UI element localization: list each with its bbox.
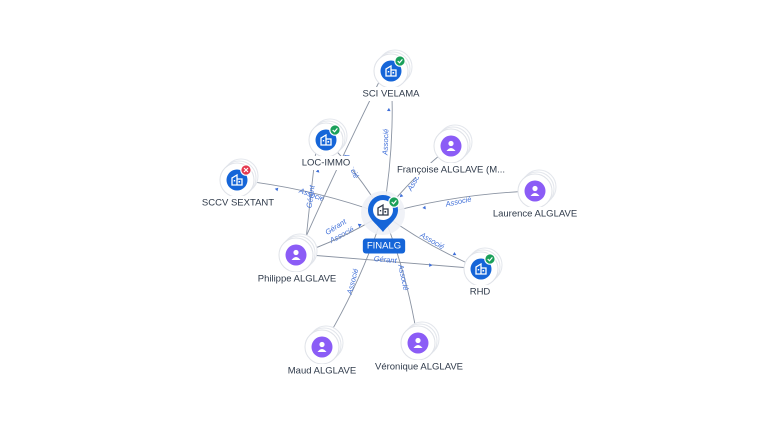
person-icon — [446, 140, 456, 151]
edge-arrow-icon — [429, 263, 433, 267]
node-label-group: LOC-IMMO — [298, 156, 354, 170]
building-icon — [385, 64, 397, 77]
active-check-icon — [394, 55, 406, 67]
center-label: FINALG — [367, 241, 401, 252]
node-label: RHD — [470, 287, 491, 298]
edge-arrow-icon — [357, 223, 362, 228]
node-label-background — [359, 87, 424, 101]
node-label: SCI VELAMA — [362, 89, 420, 100]
edge-arrow-icon — [422, 205, 426, 210]
edge-label: Associé — [396, 263, 410, 292]
node-label: Véronique ALGLAVE — [375, 362, 463, 373]
edge-arrow-icon — [274, 187, 279, 192]
edge-line — [309, 254, 471, 269]
node-label-background — [489, 207, 581, 221]
node-label-group: Véronique ALGLAVE — [371, 360, 467, 374]
person-icon — [291, 249, 301, 260]
edge-label: Gérant — [373, 254, 398, 265]
node-label-background — [254, 272, 340, 286]
node-sci-velama[interactable]: SCI VELAMA — [359, 49, 424, 101]
node-center-finalg[interactable]: FINALG — [361, 191, 406, 254]
building-icon — [231, 173, 243, 186]
node-label: Françoise ALGLAVE (M... — [397, 165, 505, 176]
center-label-group: FINALG — [362, 238, 406, 254]
node-label-group: SCI VELAMA — [359, 87, 424, 101]
node-label: SCCV SEXTANT — [202, 198, 274, 209]
node-label-group: Françoise ALGLAVE (M... — [393, 163, 509, 177]
person-icon — [413, 337, 423, 348]
building-icon — [377, 203, 389, 216]
edge-label: Associé — [345, 268, 361, 297]
nodes-layer: SCI VELAMA LOC-IMMO SCCV SEXTANT Françoise … — [198, 49, 581, 378]
node-label-group: RHD — [466, 285, 494, 299]
edge-label: Gérant — [304, 184, 316, 209]
edge-e9: Gérant — [309, 254, 471, 269]
node-label-group: Philippe ALGLAVE — [254, 272, 340, 286]
person-icon — [317, 341, 327, 352]
active-check-icon — [388, 196, 400, 208]
node-laurence[interactable]: Laurence ALGLAVE — [489, 169, 581, 221]
node-loc-immo[interactable]: LOC-IMMO — [298, 118, 354, 170]
building-icon — [320, 133, 332, 146]
node-label-background — [284, 364, 360, 378]
node-label-background — [298, 156, 354, 170]
node-label-background — [466, 285, 494, 299]
inactive-cross-icon — [240, 164, 252, 176]
edge-arrow-icon — [452, 252, 457, 256]
node-philippe[interactable]: Philippe ALGLAVE — [254, 233, 340, 286]
node-label-background — [393, 163, 509, 177]
node-label: Maud ALGLAVE — [288, 366, 356, 377]
active-check-icon — [484, 253, 496, 265]
node-label-group: SCCV SEXTANT — [198, 196, 278, 210]
node-sccv-sextant[interactable]: SCCV SEXTANT — [198, 158, 278, 210]
edge-label: Associé — [381, 129, 391, 157]
node-francoise[interactable]: Françoise ALGLAVE (M... — [393, 124, 509, 177]
node-veronique[interactable]: Véronique ALGLAVE — [371, 321, 467, 374]
edge-label: Associé — [444, 194, 473, 208]
node-maud[interactable]: Maud ALGLAVE — [284, 325, 360, 378]
active-check-icon — [329, 124, 341, 136]
center-label-background — [362, 238, 406, 254]
node-label: LOC-IMMO — [302, 158, 351, 169]
node-rhd[interactable]: RHD — [463, 247, 503, 299]
edge-arrow-icon — [386, 107, 391, 112]
node-label: Philippe ALGLAVE — [258, 274, 337, 285]
node-label-group: Laurence ALGLAVE — [489, 207, 581, 221]
node-label: Laurence ALGLAVE — [493, 209, 577, 220]
building-icon — [475, 262, 487, 275]
edge-label: Associé — [418, 230, 446, 251]
edge-arrow-icon — [399, 193, 404, 198]
node-label-group: Maud ALGLAVE — [284, 364, 360, 378]
node-label-background — [371, 360, 467, 374]
person-icon — [530, 185, 540, 196]
node-label-background — [198, 196, 278, 210]
